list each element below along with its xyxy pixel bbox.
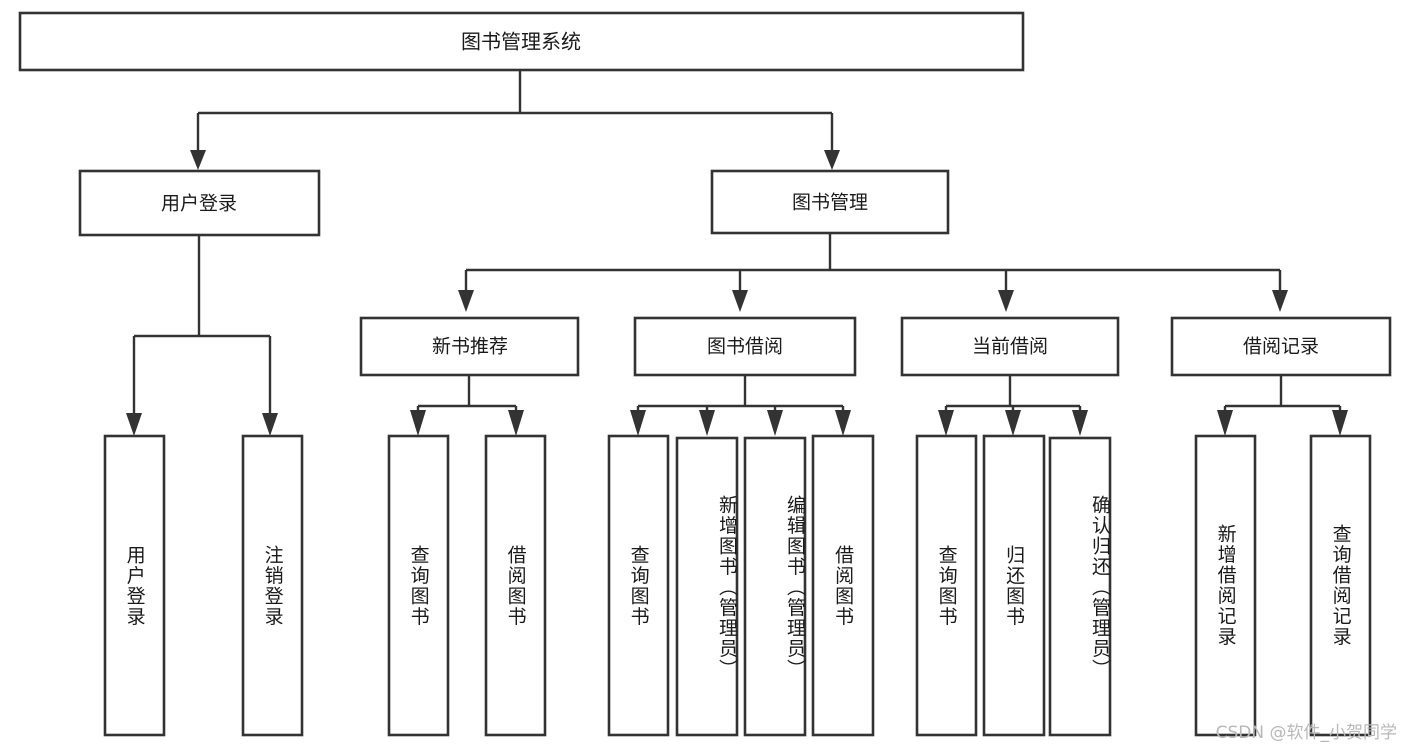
node-borrow-record-box[interactable] [1170,316,1392,377]
arrow-head-icon [998,290,1014,312]
node-book-borrow-box[interactable] [633,316,857,377]
node-leaf-borrow-book-2-box[interactable] [811,434,875,737]
arrow-head-icon [835,410,851,436]
node-user-login-box[interactable] [78,169,321,237]
arrow-head-icon [126,413,142,436]
node-user-login[interactable]: 用户登录 [78,169,321,237]
node-user-login-label: 用户登录 [161,193,237,215]
node-leaf-query-book-1-box[interactable] [387,434,450,737]
arrow-head-icon [1005,410,1021,436]
arrow-head-icon [732,290,748,312]
arrow-head-icon [1072,410,1088,436]
arrow-head-icon [508,410,524,436]
connector-root-to-level2 [190,70,840,170]
node-leaf-return-book-box[interactable] [982,434,1046,737]
connector-bookborrow-to-leaves [630,375,851,436]
arrow-head-icon [1272,290,1288,312]
node-book-manage[interactable]: 图书管理 [710,169,950,235]
node-current-borrow-label: 当前借阅 [972,336,1048,358]
node-book-borrow[interactable]: 图书借阅 [633,316,857,377]
arrow-head-icon [938,410,954,436]
arrow-head-icon [262,413,278,436]
node-borrow-record-label: 借阅记录 [1243,336,1319,358]
connector-borrowrecord-to-leaves [1217,375,1348,436]
connector-currentborrow-to-leaves [938,375,1088,436]
node-root-label: 图书管理系统 [461,30,581,54]
node-current-borrow-box[interactable] [900,316,1120,377]
node-leaf-query-book-3-box[interactable] [915,434,978,737]
node-new-book-rec-box[interactable] [359,316,580,377]
watermark-text: CSDN @软件_小贺同学 [1215,723,1397,743]
node-leaf-logout-box[interactable] [241,434,304,737]
node-book-manage-label: 图书管理 [792,192,868,214]
node-leaf-user-login-box[interactable] [103,434,166,737]
node-leaf-add-book-box[interactable] [675,436,739,737]
node-leaf-query-book-2-box[interactable] [607,434,670,737]
arrow-head-icon [767,410,783,436]
node-root[interactable]: 图书管理系统 [18,11,1025,72]
node-borrow-record[interactable]: 借阅记录 [1170,316,1392,377]
node-leaf-borrow-book-1-box[interactable] [484,434,547,737]
arrow-head-icon [190,150,206,170]
node-leaf-edit-book-box[interactable] [743,436,807,737]
arrow-head-icon [699,410,715,436]
arrow-head-icon [824,150,840,170]
node-new-book-rec-label: 新书推荐 [432,336,508,358]
arrow-head-icon [1217,410,1233,436]
node-new-book-rec[interactable]: 新书推荐 [359,316,580,377]
arrow-head-icon [1332,410,1348,436]
node-book-manage-box[interactable] [710,169,950,235]
connector-newbook-to-leaves [410,375,524,436]
node-root-box[interactable] [18,11,1025,72]
node-book-borrow-label: 图书借阅 [707,336,783,358]
node-leaf-query-record-box[interactable] [1309,434,1372,737]
node-leaf-confirm-return-box[interactable] [1048,436,1112,737]
node-current-borrow[interactable]: 当前借阅 [900,316,1120,377]
arrow-head-icon [458,290,474,312]
leaf-boxes [103,434,1372,737]
arrow-head-icon [630,410,646,436]
connector-bookmanage-to-level3 [458,233,1288,312]
node-leaf-add-record-box[interactable] [1194,434,1257,737]
connector-userlogin-to-leaves [126,235,278,436]
arrow-head-icon [410,410,426,436]
